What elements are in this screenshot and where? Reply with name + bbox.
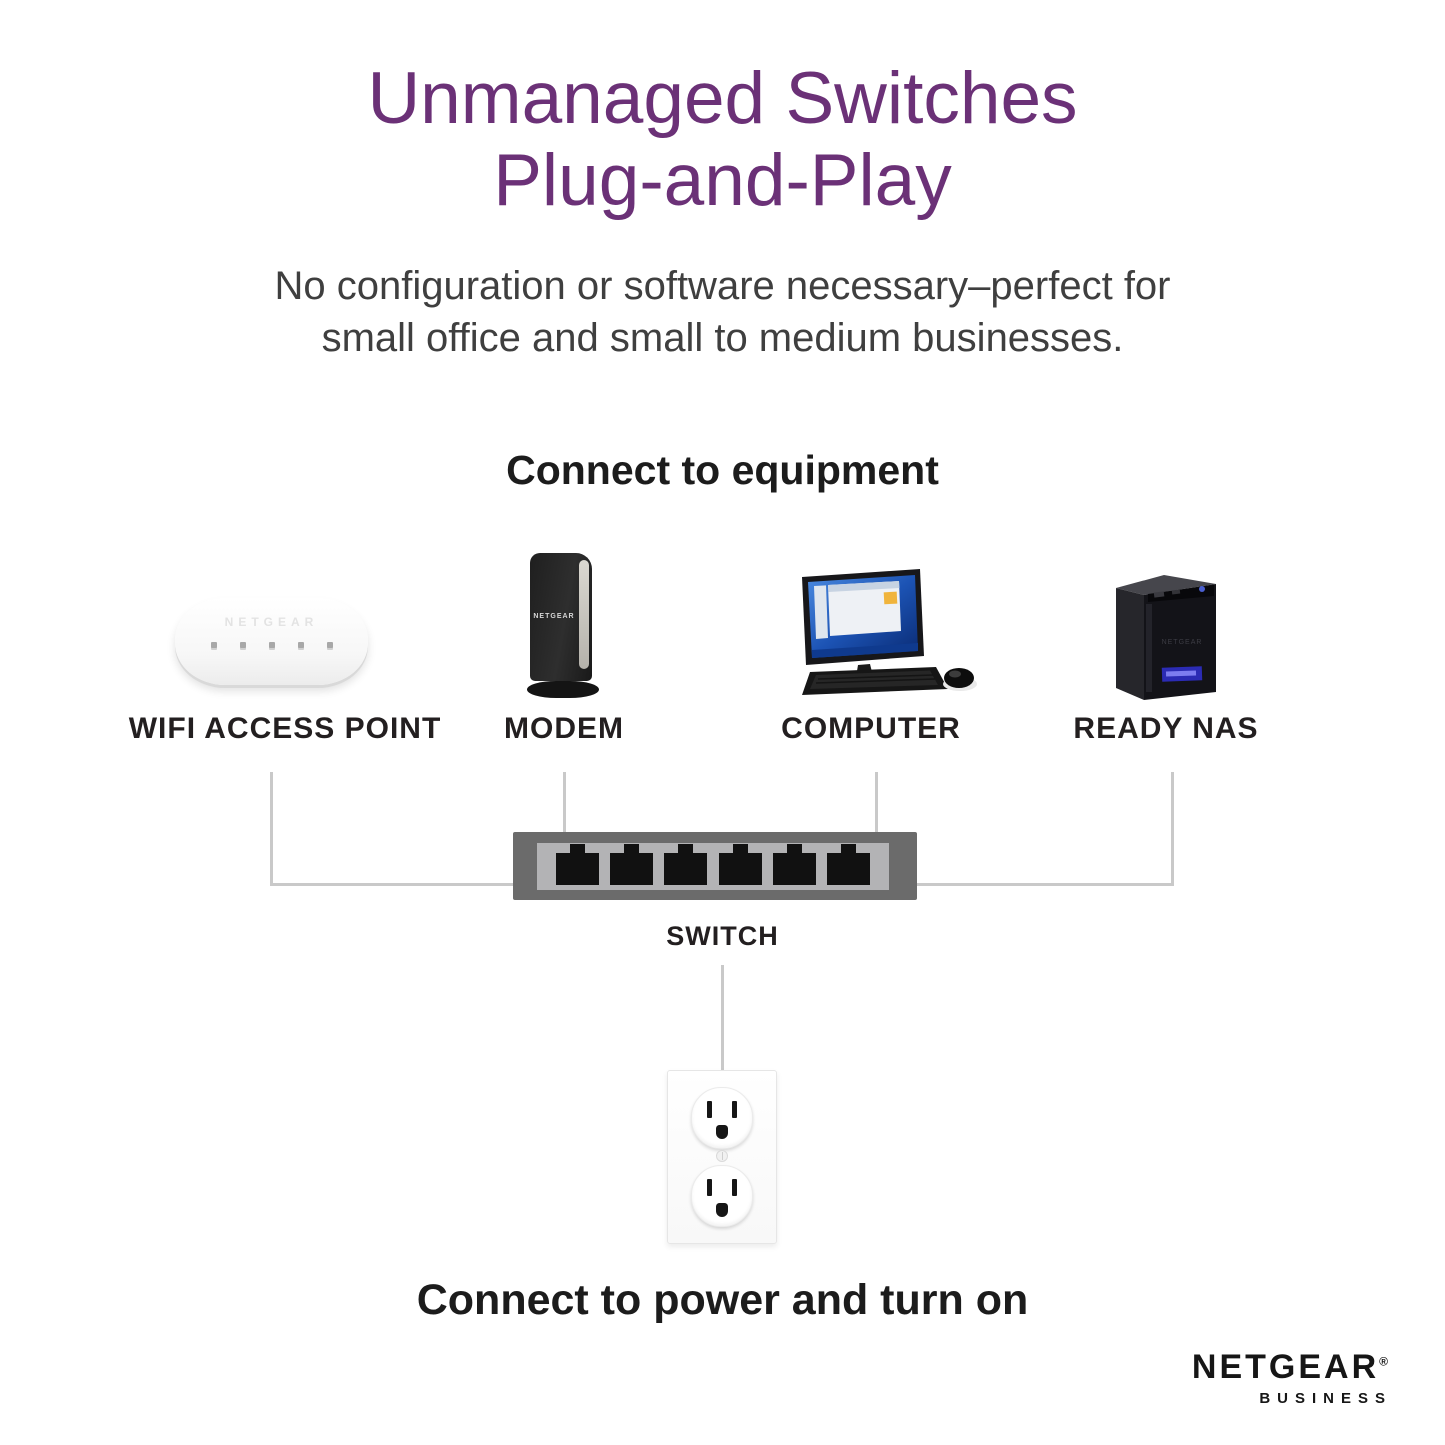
wifi-access-point-led [326, 642, 333, 648]
page-title: Unmanaged Switches Plug-and-Play [0, 58, 1445, 222]
wifi-access-point-led [210, 642, 217, 648]
modem-body: NETGEAR [530, 553, 592, 681]
computer-image [802, 569, 977, 695]
switch-port [556, 844, 599, 885]
outlet-screw [716, 1150, 728, 1162]
title-line-2: Plug-and-Play [493, 140, 952, 221]
netgear-logo-name: NETGEAR® [1192, 1348, 1391, 1387]
switch-port [826, 844, 870, 885]
wifi-access-point-brand-text: NETGEAR [224, 615, 319, 629]
nas-control-strip [1148, 585, 1214, 602]
page-subtitle: No configuration or software necessary–p… [0, 260, 1445, 364]
keyboard-key-row [815, 678, 936, 684]
switch-image [513, 832, 917, 900]
outlet-slot [707, 1101, 712, 1118]
outlet-slot [732, 1179, 737, 1196]
connector-switch-outlet [721, 965, 724, 1070]
connector-nas-vertical [1171, 772, 1174, 886]
switch-port-panel [537, 843, 889, 890]
switch-port [610, 844, 654, 885]
computer-label: COMPUTER [781, 712, 961, 745]
subtitle-line-2: small office and small to medium busines… [321, 316, 1124, 360]
switch-port [718, 844, 762, 885]
connector-computer-vertical [875, 772, 878, 834]
ready-nas-image: NETGEAR [1116, 575, 1216, 700]
wifi-access-point-led [239, 642, 246, 648]
wifi-access-point-led [268, 642, 275, 648]
connector-wifi-vertical [270, 772, 273, 886]
wifi-access-point-led [297, 642, 304, 648]
outlet-ground-hole [716, 1203, 728, 1217]
wifi-access-point-led-row [175, 642, 368, 648]
switch-port [772, 844, 816, 885]
power-heading: Connect to power and turn on [416, 1276, 1029, 1324]
power-outlet-image [667, 1070, 777, 1244]
screen-folder-highlight [883, 591, 898, 605]
outlet-slot [732, 1101, 737, 1118]
title-line-1: Unmanaged Switches [367, 58, 1078, 139]
registered-mark: ® [1379, 1354, 1391, 1369]
netgear-wordmark: NETGEAR [1191, 1348, 1380, 1386]
netgear-logo: NETGEAR® BUSINESS [1192, 1348, 1388, 1407]
mouse [944, 668, 974, 688]
screen-window-header [828, 581, 900, 592]
modem-label: MODEM [504, 712, 624, 745]
outlet-receptacle-top [691, 1087, 753, 1149]
connector-modem-vertical [563, 772, 566, 834]
wifi-access-point-label: WIFI ACCESS POINT [128, 712, 442, 745]
nas-left-face [1116, 588, 1144, 700]
keyboard-key-row [817, 674, 934, 680]
ready-nas-label: READY NAS [1073, 712, 1259, 745]
equipment-heading: Connect to equipment [506, 447, 939, 493]
nas-brand-text: NETGEAR [1162, 639, 1203, 646]
modem-image: NETGEAR [527, 553, 599, 698]
subtitle-line-1: No configuration or software necessary–p… [274, 264, 1171, 308]
nas-usb-port [1171, 589, 1181, 595]
nas-door-vent [1146, 604, 1152, 692]
netgear-logo-division: BUSINESS [1259, 1390, 1392, 1407]
modem-stand [527, 681, 599, 698]
nas-top-face [1116, 575, 1216, 595]
nas-lcd-text [1165, 670, 1197, 677]
outlet-slot [707, 1179, 712, 1196]
nas-power-button [1153, 591, 1165, 598]
switch-port [664, 844, 708, 885]
nas-status-led [1199, 586, 1205, 592]
outlet-ground-hole [716, 1125, 728, 1139]
switch-label: SWITCH [666, 921, 779, 951]
connector-nas-horizontal [915, 883, 1174, 886]
keyboard-keys [810, 670, 938, 689]
screen-window [828, 581, 901, 636]
screen-sidebar [814, 585, 828, 639]
screen-taskbar [812, 643, 918, 658]
wifi-access-point-image: NETGEAR [175, 598, 368, 685]
mouse-highlight [949, 670, 961, 678]
modem-brand-text: NETGEAR [533, 613, 575, 620]
connector-wifi-horizontal [270, 883, 515, 886]
outlet-receptacle-bottom [691, 1165, 753, 1227]
